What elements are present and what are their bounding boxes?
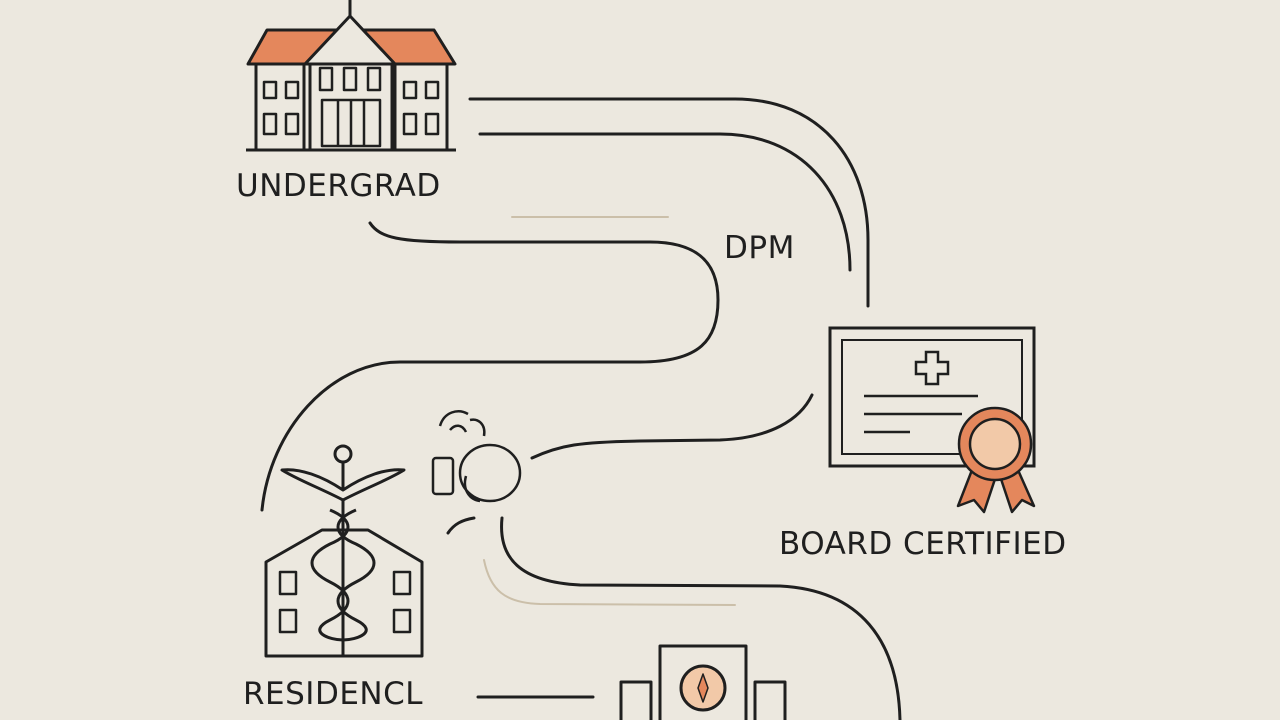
right-wing [393,62,449,152]
faint-lines [483,216,736,606]
label-residency: RESIDENCL [243,676,424,712]
left-wing [254,62,306,152]
certificate-frame [828,326,1036,468]
foot-heel [458,443,522,503]
certificate-icon [828,326,1036,468]
building-windows [262,66,440,148]
caduceus-snake-a [310,508,350,642]
foot-toe-block [431,456,455,496]
foot-arch [463,475,481,503]
certificate-inner-frame [841,339,1023,455]
caduceus-snake-b [336,508,376,642]
medical-cross-icon [914,350,950,386]
label-board-certified: BOARD CERTIFIED [779,526,1067,562]
path-dpm-curve [260,221,720,512]
path-small-arc [446,516,476,535]
path-to-clinic [500,516,902,720]
rosette-inner [968,417,1022,471]
clinic-emblem-star [697,673,709,703]
foot-icon [431,410,522,503]
path-undergrad-to-board-outer [468,97,870,308]
caduceus-wings [280,468,406,502]
path-to-board [530,393,814,460]
foot-toes [438,410,486,437]
certificate-text-lines [864,394,978,434]
caduceus-orb [333,444,353,464]
clinic-building-icon [619,644,787,720]
award-ribbon-icon [956,406,1036,514]
pathway-lines [260,97,902,720]
label-undergrad: UNDERGRAD [236,168,441,204]
label-dpm: DPM [724,230,795,266]
faint-line-bottom [483,559,736,606]
path-undergrad-to-board-inner [478,132,852,272]
university-building-icon [246,0,457,152]
caduceus-hospital-icon [264,444,424,658]
hospital-windows [278,570,412,634]
